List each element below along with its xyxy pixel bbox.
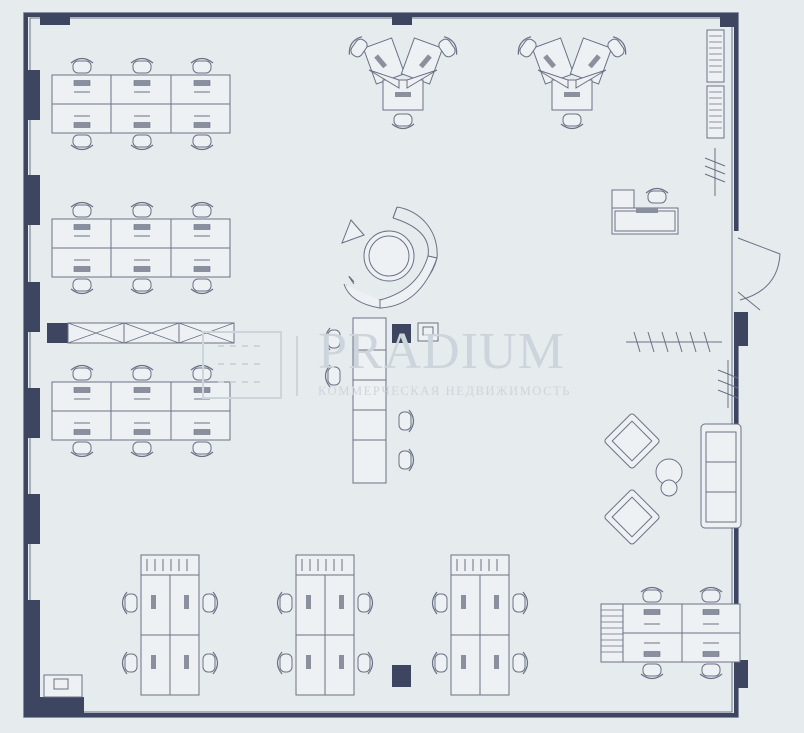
shelving (706, 29, 725, 139)
reception-desk (611, 187, 679, 235)
round-meeting-table (341, 206, 438, 309)
storage-cabinets (67, 322, 235, 344)
coat-rack (626, 148, 739, 408)
watermark-title: PRADIUM (318, 323, 565, 380)
bench-table (324, 317, 439, 484)
lounge-area (604, 413, 742, 545)
printer (43, 674, 83, 698)
desk-cluster-bottom-right (600, 586, 741, 680)
watermark-subtitle: КОММЕРЧЕСКАЯ НЕДВИЖИМОСТЬ (318, 384, 572, 398)
watermark-logo (202, 331, 298, 399)
columns (24, 13, 748, 713)
door (735, 231, 781, 312)
